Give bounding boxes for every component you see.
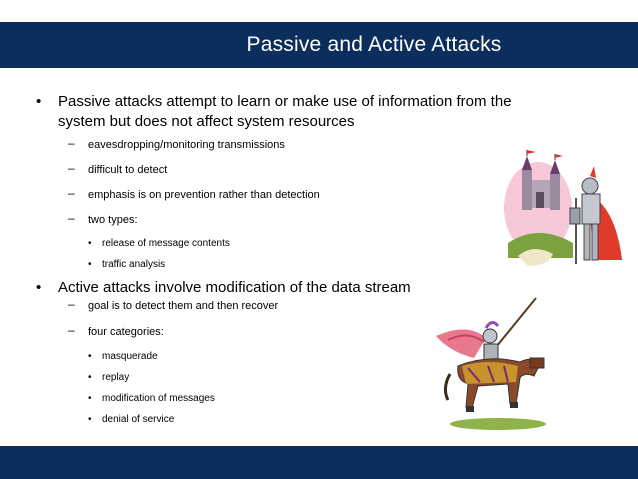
- passive-bullet: • Passive attacks attempt to learn or ma…: [30, 92, 590, 132]
- active-category-text: denial of service: [102, 414, 175, 425]
- passive-subpoint: – two types:: [30, 211, 590, 227]
- active-bullet: • Active attacks involve modification of…: [30, 278, 590, 298]
- bullet-icon: •: [88, 238, 92, 249]
- passive-subpoint-text: emphasis is on prevention rather than de…: [88, 189, 320, 201]
- passive-subpoint-text: two types:: [88, 214, 138, 226]
- active-category-text: replay: [102, 372, 130, 383]
- active-subpoint-text: four categories:: [88, 326, 164, 338]
- bullet-icon: •: [36, 279, 42, 296]
- dash-icon: –: [68, 297, 75, 311]
- passive-type-item: • release of message contents: [30, 237, 590, 250]
- active-subpoint: – goal is to detect them and then recove…: [30, 297, 590, 313]
- dash-icon: –: [68, 211, 75, 225]
- passive-subpoint: – emphasis is on prevention rather than …: [30, 186, 590, 202]
- active-category-item: • modification of messages: [30, 392, 590, 405]
- passive-subpoint: – difficult to detect: [30, 161, 590, 177]
- passive-text-line1: Passive attacks attempt to learn or make…: [58, 93, 512, 110]
- dash-icon: –: [68, 161, 75, 175]
- jousting-knight-clipart: [436, 297, 546, 430]
- dash-icon: –: [68, 323, 75, 337]
- top-band: [0, 0, 638, 15]
- footer-bar: [0, 446, 638, 479]
- slide-content: • Passive attacks attempt to learn or ma…: [30, 92, 590, 426]
- bullet-icon: •: [88, 351, 92, 362]
- bullet-icon: •: [88, 414, 92, 425]
- castle-knight-clipart: [504, 150, 622, 266]
- bullet-icon: •: [88, 259, 92, 270]
- bullet-icon: •: [88, 372, 92, 383]
- bullet-icon: •: [88, 393, 92, 404]
- active-subpoint-text: goal is to detect them and then recover: [88, 300, 279, 312]
- bullet-icon: •: [36, 93, 42, 110]
- active-category-item: • denial of service: [30, 413, 590, 426]
- passive-type-text: release of message contents: [102, 238, 230, 249]
- passive-text-line2: system but does not affect system resour…: [58, 113, 355, 130]
- passive-subpoint-text: eavesdropping/monitoring transmissions: [88, 139, 285, 151]
- passive-subpoint: – eavesdropping/monitoring transmissions: [30, 136, 590, 152]
- dash-icon: –: [68, 186, 75, 200]
- active-category-item: • replay: [30, 371, 590, 384]
- active-category-item: • masquerade: [30, 350, 590, 363]
- active-category-text: modification of messages: [102, 393, 215, 404]
- title-bar: Passive and Active Attacks: [0, 22, 638, 68]
- dash-icon: –: [68, 136, 75, 150]
- passive-type-item: • traffic analysis: [30, 258, 590, 271]
- active-text: Active attacks involve modification of t…: [58, 279, 411, 296]
- slide-title: Passive and Active Attacks: [246, 33, 502, 56]
- passive-subpoint-text: difficult to detect: [88, 164, 168, 176]
- active-category-text: masquerade: [102, 351, 158, 362]
- passive-type-text: traffic analysis: [102, 259, 166, 270]
- active-subpoint: – four categories:: [30, 323, 590, 339]
